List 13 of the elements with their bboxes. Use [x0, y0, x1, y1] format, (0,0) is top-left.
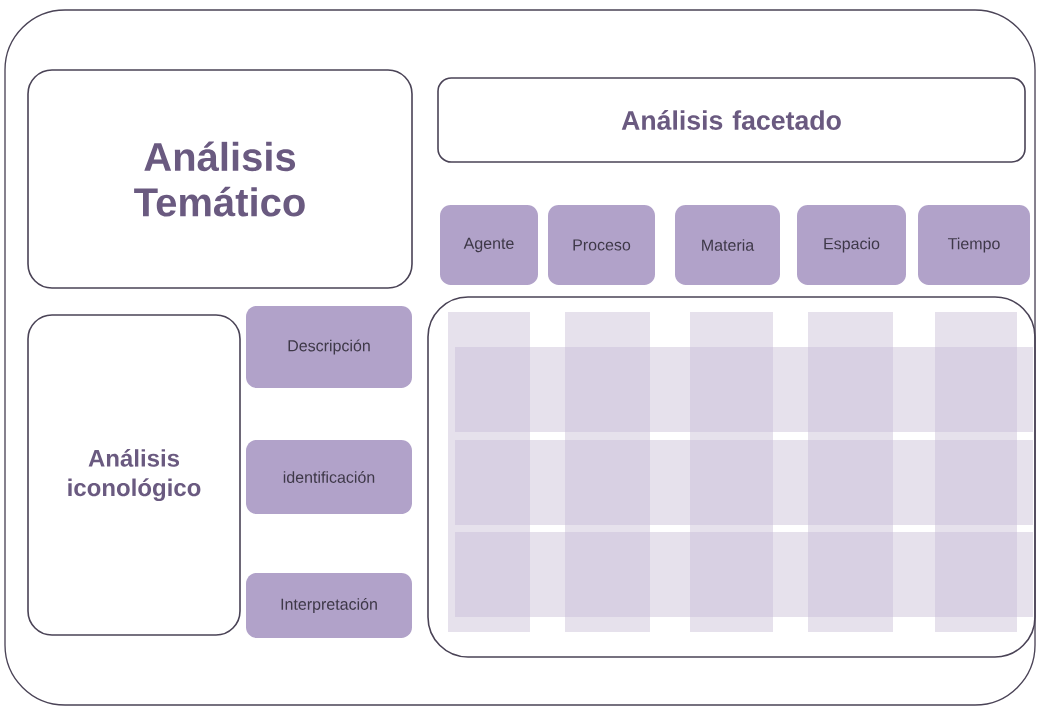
- grid-box: [427, 296, 1036, 658]
- heading-box: Análisis Temático: [27, 69, 413, 289]
- outer-frame: [4, 9, 1036, 706]
- category-box: Proceso: [548, 205, 655, 285]
- category-box: Espacio: [797, 205, 906, 285]
- category-box: Descripción: [246, 306, 412, 388]
- heading-box: Análisis iconológico: [27, 314, 241, 636]
- category-box: Tiempo: [918, 205, 1030, 285]
- category-box: Materia: [675, 205, 780, 285]
- category-box: Interpretación: [246, 573, 412, 638]
- heading-box: Análisis facetado: [437, 77, 1026, 163]
- category-box: identificación: [246, 440, 412, 514]
- category-box: Agente: [440, 205, 538, 285]
